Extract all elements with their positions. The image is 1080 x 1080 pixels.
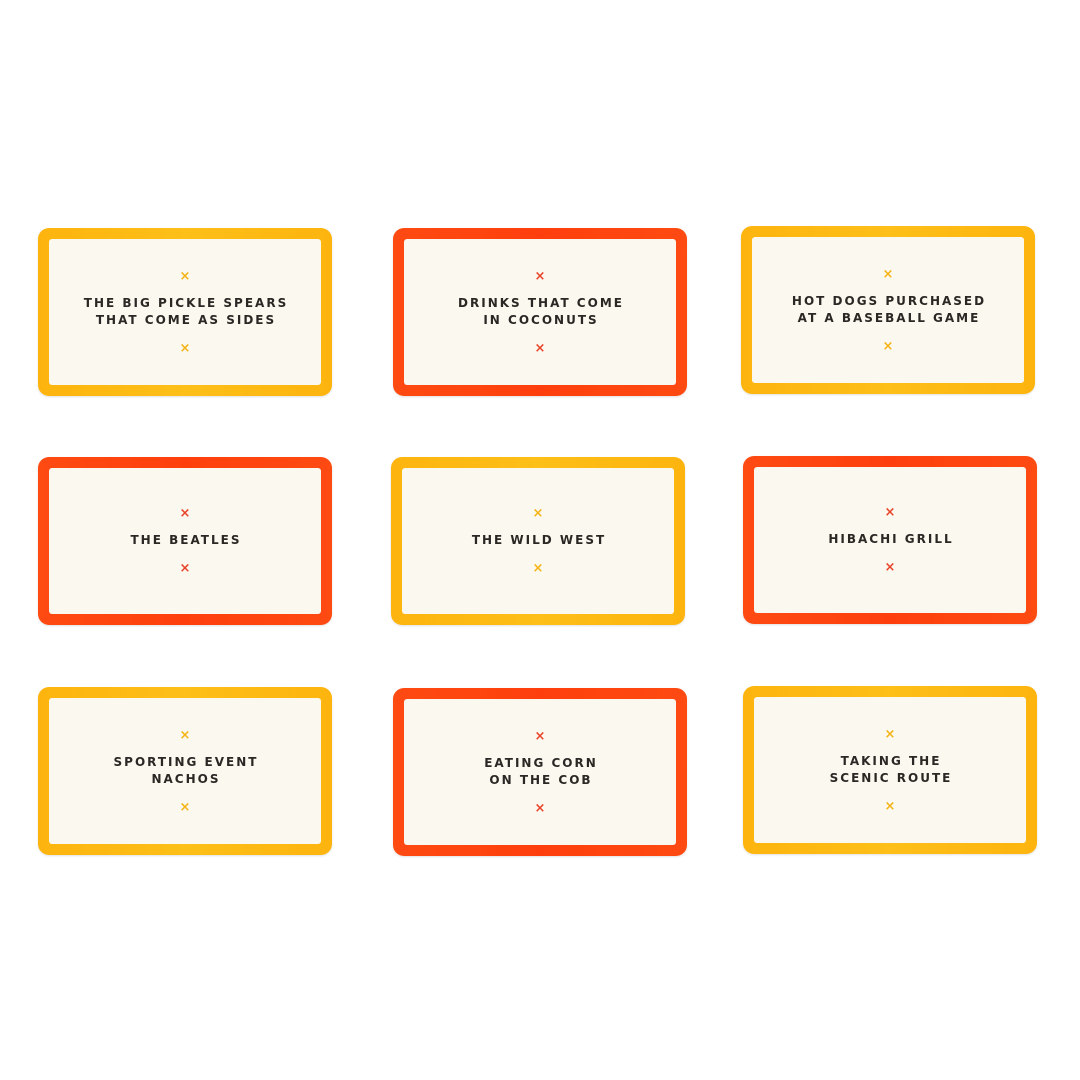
cross-icon: × — [179, 268, 191, 284]
card-5: × THE WILD WEST × — [391, 457, 685, 625]
card-text: THE BIG PICKLE SPEARS THAT COME AS SIDES — [83, 295, 289, 327]
cross-icon: × — [179, 506, 191, 521]
cross-icon: × — [884, 726, 896, 742]
card-face: × SPORTING EVENT NACHOS × — [49, 698, 321, 844]
cross-icon: × — [179, 799, 191, 815]
card-face: × HIBACHI GRILL × — [754, 467, 1026, 613]
card-6: × HIBACHI GRILL × — [743, 456, 1037, 624]
card-text: THE WILD WEST — [471, 533, 607, 547]
card-face: × THE WILD WEST × — [402, 468, 674, 614]
card-1: × THE BIG PICKLE SPEARS THAT COME AS SID… — [38, 228, 332, 396]
card-text: HOT DOGS PURCHASED AT A BASEBALL GAME — [791, 293, 987, 325]
card-face: × THE BEATLES × — [49, 468, 321, 614]
cross-icon: × — [884, 560, 896, 575]
card-text: HIBACHI GRILL — [828, 532, 954, 546]
card-face: × THE BIG PICKLE SPEARS THAT COME AS SID… — [49, 239, 321, 385]
card-9: × TAKING THE SCENIC ROUTE × — [743, 686, 1037, 854]
card-7: × SPORTING EVENT NACHOS × — [38, 687, 332, 855]
card-3: × HOT DOGS PURCHASED AT A BASEBALL GAME … — [741, 226, 1035, 394]
cross-icon: × — [534, 728, 546, 744]
card-face: × DRINKS THAT COME IN COCONUTS × — [404, 239, 676, 385]
card-text: EATING CORN ON THE COB — [484, 755, 598, 787]
cross-icon: × — [179, 340, 191, 356]
card-face: × HOT DOGS PURCHASED AT A BASEBALL GAME … — [752, 237, 1024, 383]
card-face: × EATING CORN ON THE COB × — [404, 699, 676, 845]
card-text: THE BEATLES — [130, 533, 242, 547]
card-text: SPORTING EVENT NACHOS — [113, 754, 259, 786]
card-text: TAKING THE SCENIC ROUTE — [829, 753, 953, 785]
card-face: × TAKING THE SCENIC ROUTE × — [754, 697, 1026, 843]
cross-icon: × — [534, 340, 546, 356]
cross-icon: × — [534, 268, 546, 284]
cross-icon: × — [179, 727, 191, 743]
cross-icon: × — [532, 506, 544, 521]
card-8: × EATING CORN ON THE COB × — [393, 688, 687, 856]
cross-icon: × — [534, 800, 546, 816]
card-text: DRINKS THAT COME IN COCONUTS — [458, 295, 624, 327]
cross-icon: × — [179, 561, 191, 576]
card-4: × THE BEATLES × — [38, 457, 332, 625]
cross-icon: × — [884, 798, 896, 814]
cross-icon: × — [882, 266, 894, 282]
cross-icon: × — [884, 505, 896, 520]
cross-icon: × — [532, 561, 544, 576]
cross-icon: × — [882, 338, 894, 354]
card-2: × DRINKS THAT COME IN COCONUTS × — [393, 228, 687, 396]
